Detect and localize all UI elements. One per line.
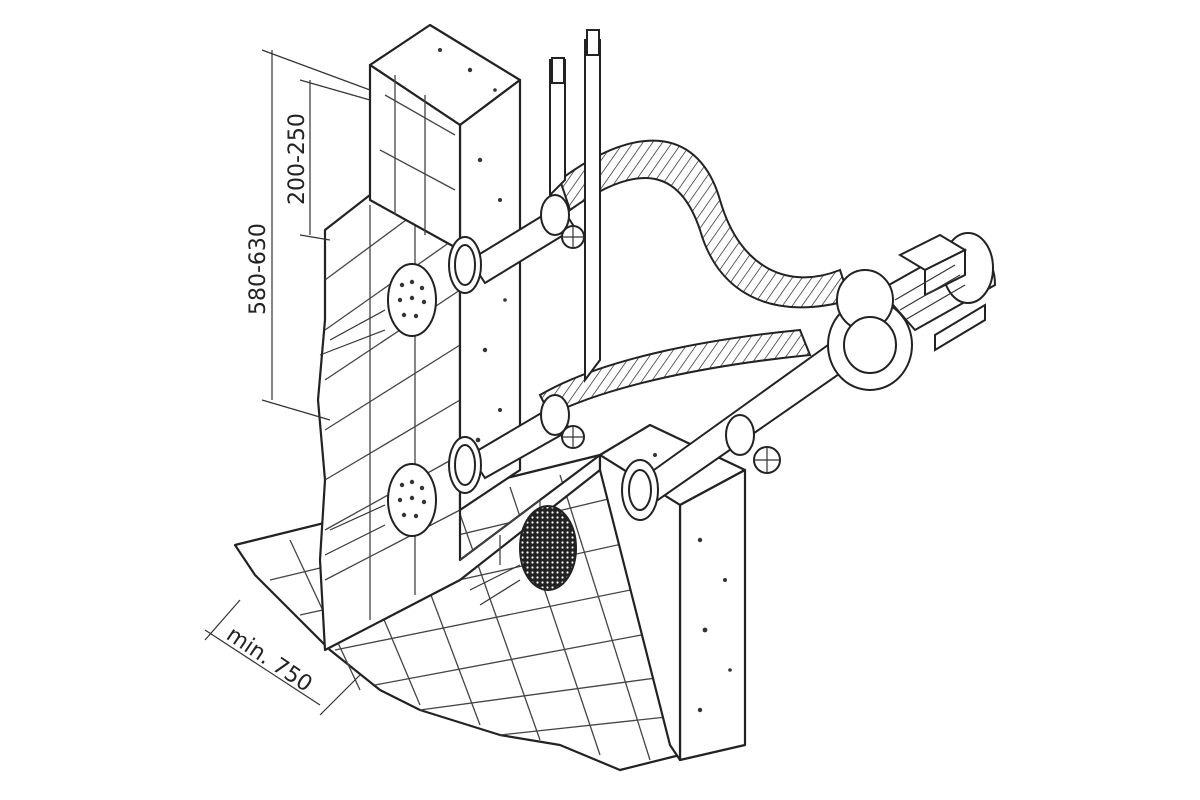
suction-grate	[519, 505, 577, 591]
valve-handwheel-suction	[753, 446, 781, 474]
pump-motor	[878, 232, 997, 352]
upper-flexible-hose	[558, 139, 852, 309]
concrete-column	[368, 23, 522, 512]
dimension-min-distance: min. 750	[222, 622, 317, 697]
upper-jet-nozzle	[387, 263, 437, 337]
lower-flexible-hose	[538, 328, 812, 417]
valve-handwheel-upper	[561, 225, 585, 249]
flow-arrows	[319, 309, 521, 606]
suction-pipe	[621, 338, 854, 521]
valve-handwheel-lower	[561, 425, 585, 449]
lower-jet-nozzle	[387, 463, 437, 537]
pump-housing	[827, 269, 913, 391]
dimension-jet-depth: 200-250	[285, 113, 310, 205]
dimension-total-height: 580-630	[246, 223, 271, 315]
lower-jet-pipe	[448, 394, 572, 494]
air-pipes	[549, 29, 601, 383]
dimension-lines	[204, 49, 371, 716]
